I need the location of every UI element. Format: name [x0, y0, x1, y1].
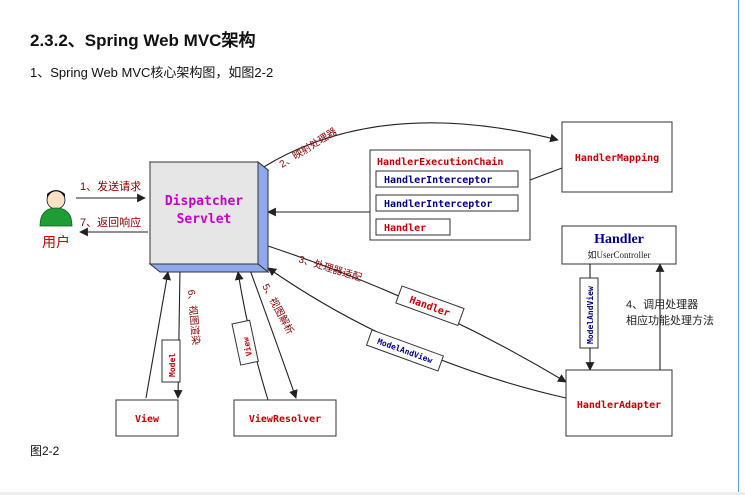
view-label: View: [135, 413, 160, 425]
section-heading: 2.3.2、Spring Web MVC架构: [30, 31, 256, 50]
step-5-label: 5、视图解析: [259, 281, 297, 336]
view-resolver-box: [233, 399, 337, 437]
handler-adapter-label: HandlerAdapter: [577, 400, 661, 411]
dispatcher-label-line1: Dispatcher: [165, 194, 243, 209]
chain-item-interceptor-2: HandlerInterceptor: [384, 199, 492, 210]
step-6-label: 6、视图渲染: [185, 289, 203, 345]
arrow-to-handler-mapping: [261, 122, 559, 169]
intro-text: 1、Spring Web MVC核心架构图，如图2-2: [30, 65, 274, 80]
dispatcher-label-line2: Servlet: [177, 212, 232, 227]
step-3-label: 3、处理器适配: [297, 253, 363, 284]
arrow-model-and-view: [267, 267, 567, 399]
chain-item-box-2: [375, 194, 519, 212]
view-box: [115, 399, 179, 437]
step-7-label: 7、返回响应: [80, 215, 141, 229]
line-mapping-to-chain: [529, 167, 563, 181]
chain-item-interceptor-1: HandlerInterceptor: [384, 175, 492, 186]
step-4-label-line1: 4、调用处理器: [626, 298, 698, 311]
arrow-to-view-resolver: [249, 269, 298, 399]
chain-item-box-1: [375, 170, 519, 188]
handler-adapter-box: [565, 369, 673, 437]
model-and-view-vertical-tag: [579, 277, 599, 349]
handler-title: Handler: [594, 232, 644, 247]
chain-item-handler: Handler: [384, 223, 426, 234]
handler-mapping-box: [561, 121, 673, 193]
view-vertical-tag: View: [231, 319, 259, 366]
view-resolver-label: ViewResolver: [249, 413, 321, 425]
floating-model-and-view-tag: ModelAndView: [365, 329, 445, 372]
floating-handler-tag: Handler: [395, 285, 465, 327]
step-4-label-line2: 相应功能处理方法: [626, 313, 714, 327]
handler-mapping-label: HandlerMapping: [575, 152, 659, 164]
figure-caption: 图2-2: [30, 444, 60, 458]
model-vertical-label: Model: [168, 353, 177, 377]
user-label: 用户: [42, 234, 70, 250]
step-1-label: 1、发送请求: [80, 179, 141, 193]
view-vertical-label: View: [240, 336, 254, 357]
dispatcher-servlet-box: [148, 160, 270, 274]
step-2-label: 2、映射处理器: [277, 126, 339, 171]
user-person-icon: [39, 190, 73, 227]
handler-subtitle: 如UserController: [588, 249, 651, 260]
model-and-view-vertical-label: ModelAndView: [585, 286, 595, 344]
execution-chain-title: HandlerExecutionChain: [377, 156, 503, 168]
frame-bottom-border: [0, 492, 745, 495]
arrow-view-back: [145, 271, 171, 399]
frame-right-border: [738, 0, 739, 495]
model-vertical-tag: [161, 339, 181, 383]
handler-box: [561, 225, 677, 265]
chain-item-box-3: [375, 218, 451, 236]
